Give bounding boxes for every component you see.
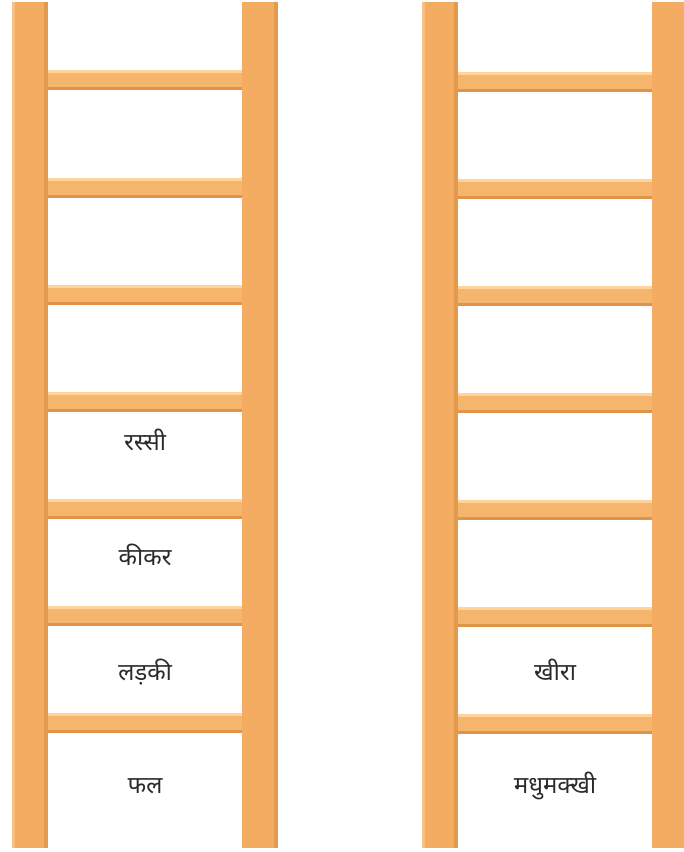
- right-ladder-word-7: मधुमक्खी: [460, 773, 650, 797]
- left-ladder-word-6: लड़की: [50, 660, 240, 684]
- right-ladder-right-rail: [652, 2, 684, 848]
- left-ladder-rung-7: [48, 713, 242, 733]
- right-ladder-rung-7: [458, 714, 652, 734]
- left-ladder-rung-2: [48, 178, 242, 198]
- right-ladder-rung-6: [458, 607, 652, 627]
- right-ladder-rung-4: [458, 393, 652, 413]
- left-ladder-word-7: फल: [50, 773, 240, 797]
- left-ladder-rung-5: [48, 499, 242, 519]
- left-ladder-rung-6: [48, 606, 242, 626]
- left-ladder-rung-1: [48, 70, 242, 90]
- left-ladder-right-rail: [242, 2, 278, 848]
- left-ladder-word-4: रस्सी: [50, 430, 240, 454]
- left-ladder-rung-3: [48, 285, 242, 305]
- left-ladder-word-5: कीकर: [50, 545, 240, 569]
- right-ladder-rung-3: [458, 286, 652, 306]
- left-ladder: रस्सी कीकर लड़की फल: [12, 0, 302, 852]
- right-ladder-rung-2: [458, 179, 652, 199]
- right-ladder-rung-5: [458, 500, 652, 520]
- right-ladder-rung-1: [458, 72, 652, 92]
- left-ladder-left-rail: [12, 2, 48, 848]
- right-ladder-word-6: खीरा: [460, 660, 650, 684]
- right-ladder: खीरा मधुमक्खी: [422, 0, 684, 852]
- left-ladder-rung-4: [48, 392, 242, 412]
- right-ladder-left-rail: [422, 2, 458, 848]
